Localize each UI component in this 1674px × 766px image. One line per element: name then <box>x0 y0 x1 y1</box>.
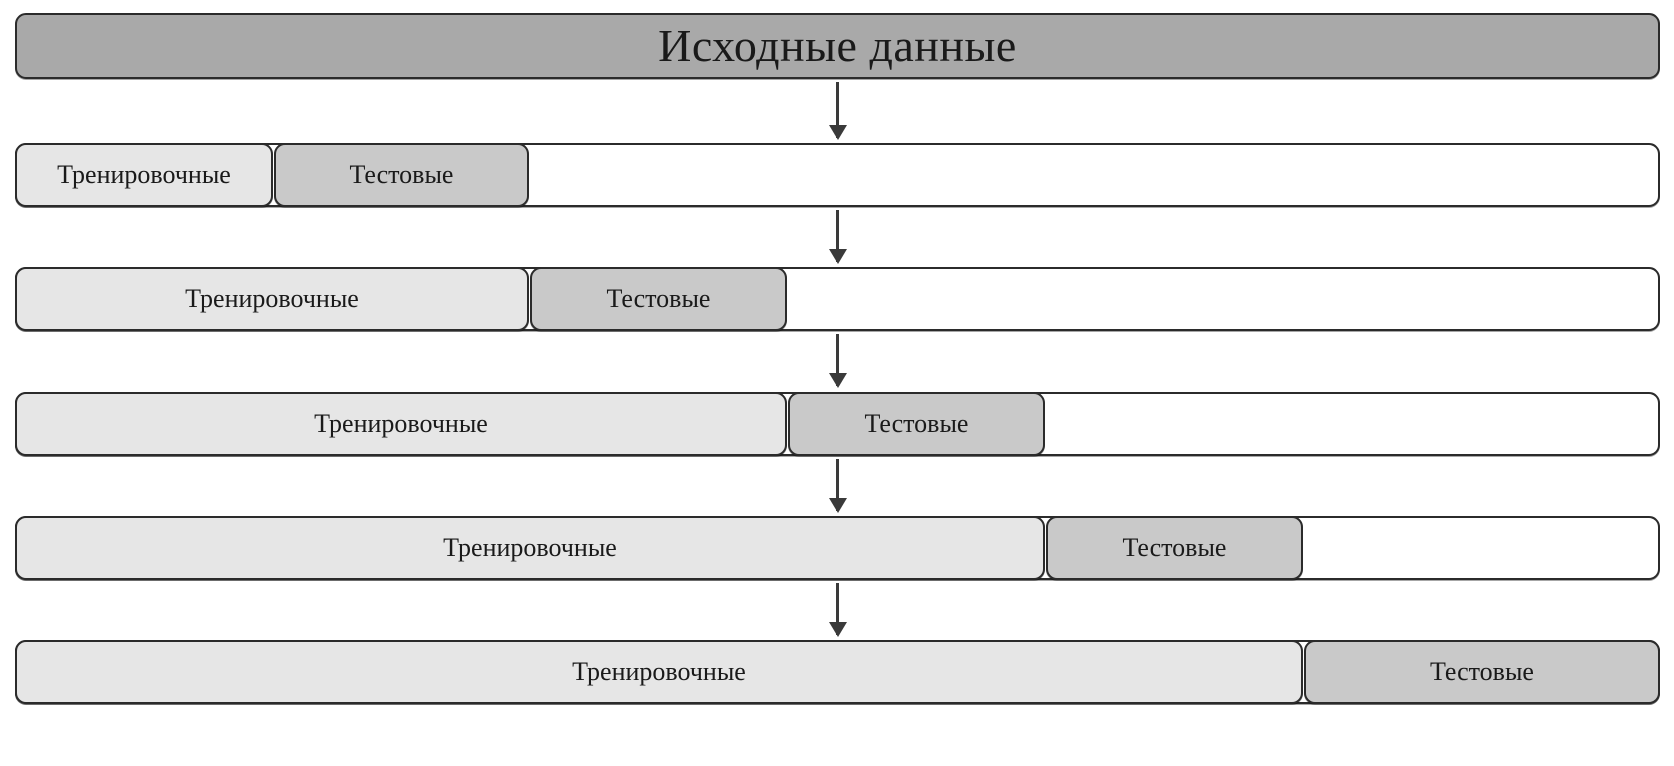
arrow-row-1-to-row-2 <box>836 210 839 262</box>
test-label-row-4: Тестовые <box>1122 533 1227 562</box>
train-segment-row-3: Тренировочные <box>15 392 787 456</box>
test-segment-row-5: Тестовые <box>1304 640 1660 704</box>
test-label-row-5: Тестовые <box>1430 657 1534 686</box>
test-segment-row-1: Тестовые <box>274 143 529 207</box>
arrow-row-3-to-row-4 <box>836 459 839 511</box>
train-segment-row-1: Тренировочные <box>15 143 273 207</box>
train-segment-row-5: Тренировочные <box>15 640 1303 704</box>
source-data-header-box: Исходные данные <box>15 13 1660 79</box>
page-title: Исходные данные <box>658 20 1017 71</box>
arrow-row-2-to-row-3 <box>836 334 839 386</box>
train-label-row-4: Тренировочные <box>443 533 617 562</box>
test-segment-row-3: Тестовые <box>788 392 1045 456</box>
test-label-row-1: Тестовые <box>349 160 454 189</box>
train-label-row-2: Тренировочные <box>185 284 359 313</box>
arrow-row-4-to-row-5 <box>836 583 839 635</box>
train-segment-row-2: Тренировочные <box>15 267 529 331</box>
train-label-row-3: Тренировочные <box>314 409 488 438</box>
train-label-row-5: Тренировочные <box>572 657 746 686</box>
test-label-row-3: Тестовые <box>864 409 969 438</box>
test-segment-row-2: Тестовые <box>530 267 787 331</box>
arrow-header-to-row-1 <box>836 82 839 138</box>
test-label-row-2: Тестовые <box>606 284 711 313</box>
train-label-row-1: Тренировочные <box>57 160 231 189</box>
train-segment-row-4: Тренировочные <box>15 516 1045 580</box>
test-segment-row-4: Тестовые <box>1046 516 1303 580</box>
